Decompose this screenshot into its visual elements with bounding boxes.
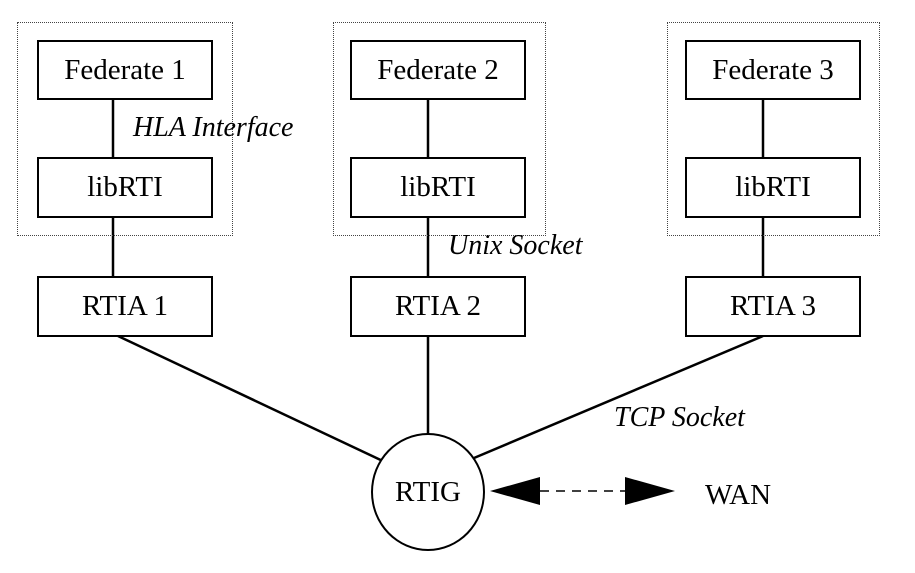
federate-box-1: Federate 1 bbox=[37, 40, 213, 100]
rtia-box-3: RTIA 3 bbox=[685, 276, 861, 337]
federate-label-1: Federate 1 bbox=[64, 53, 186, 86]
rtia-label-3: RTIA 3 bbox=[729, 290, 817, 322]
edge-rtia1-rtig bbox=[117, 334, 388, 465]
federate-box-2: Federate 2 bbox=[350, 40, 526, 100]
rtia-box-1: RTIA 1 bbox=[37, 276, 213, 337]
rtig-label: RTIG bbox=[395, 475, 461, 508]
arrowhead-left bbox=[490, 477, 540, 505]
federate-group-2 bbox=[333, 22, 546, 236]
librti-box-1: libRTI bbox=[37, 157, 213, 218]
librti-label-1: libRTI bbox=[87, 171, 163, 203]
librti-box-3: libRTI bbox=[685, 157, 861, 218]
tcp-socket-label: TCP Socket bbox=[614, 402, 745, 433]
librti-box-2: libRTI bbox=[350, 157, 526, 218]
rtia-label-2: RTIA 2 bbox=[394, 290, 482, 322]
rtig-node: RTIG bbox=[371, 433, 485, 551]
federate-group-1 bbox=[17, 22, 233, 236]
librti-label-3: libRTI bbox=[735, 171, 811, 203]
hla-interface-label: HLA Interface bbox=[133, 112, 294, 143]
rtia-box-2: RTIA 2 bbox=[350, 276, 526, 337]
federate-box-3: Federate 3 bbox=[685, 40, 861, 100]
wan-label: WAN bbox=[705, 479, 772, 511]
edge-rtia3-rtig bbox=[473, 334, 764, 460]
federate-label-3: Federate 3 bbox=[712, 53, 834, 86]
librti-label-2: libRTI bbox=[400, 171, 476, 203]
federate-group-3 bbox=[667, 22, 880, 236]
unix-socket-label: Unix Socket bbox=[448, 230, 583, 261]
rtia-label-1: RTIA 1 bbox=[81, 290, 169, 322]
federate-label-2: Federate 2 bbox=[377, 53, 499, 86]
arrowhead-right bbox=[625, 477, 675, 505]
